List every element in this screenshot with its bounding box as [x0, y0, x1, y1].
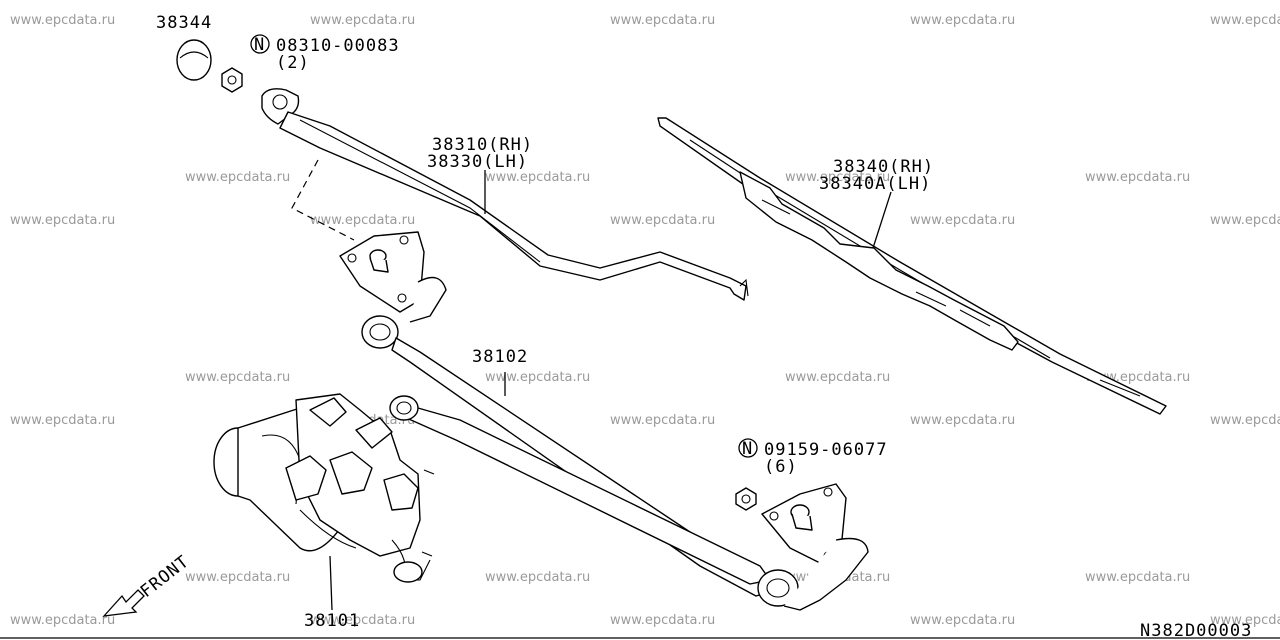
- watermark-text: www.epcdata.ru: [910, 613, 1015, 628]
- part-label-motor: 38101: [304, 611, 360, 631]
- part-label-cap: 38344: [156, 13, 212, 33]
- leader-lines: [329, 170, 892, 611]
- watermark-layer: www.epcdata.ru www.epcdata.ru www.epcdata.…: [10, 13, 1280, 628]
- watermark-text: www.epcdata.ru: [10, 413, 115, 428]
- watermark-text: www.epcdata.ru: [185, 570, 290, 585]
- watermark-text: www.epcdata.ru: [785, 170, 890, 185]
- watermark-text: www.epcdata.ru: [485, 370, 590, 385]
- watermark-text: www.epcdata.ru: [910, 13, 1015, 28]
- watermark-text: www.epcdata.ru: [1210, 13, 1280, 28]
- left-pivot-drawing: [339, 231, 447, 323]
- right-pivot-drawing: [761, 483, 869, 611]
- watermark-text: www.epcdata.ru: [485, 570, 590, 585]
- part-label-linkage: 38102: [472, 347, 528, 367]
- watermark-text: www.epcdata.ru: [610, 213, 715, 228]
- watermark-text: www.epcdata.ru: [610, 13, 715, 28]
- n-marker-bolt-text: N: [742, 439, 753, 459]
- watermark-text: www.epcdata.ru: [1085, 570, 1190, 585]
- n-marker-top: N: [250, 34, 270, 55]
- front-arrow-icon: FRONT: [102, 552, 193, 617]
- part-qty-nut-top: (2): [276, 53, 310, 73]
- watermark-text: www.epcdata.ru: [1085, 170, 1190, 185]
- watermark-text: www.epcdata.ru: [185, 370, 290, 385]
- watermark-text: www.epcdata.ru: [10, 13, 115, 28]
- part-qty-bolt: (6): [764, 457, 798, 477]
- watermark-text: www.epcdata.ru: [310, 213, 415, 228]
- watermark-text: www.epcdata.ru: [185, 170, 290, 185]
- arm-pivot-leader: [291, 159, 355, 241]
- watermark-text: www.epcdata.ru: [10, 213, 115, 228]
- n-marker-bolt: N: [738, 438, 758, 459]
- watermark-text: www.epcdata.ru: [10, 613, 115, 628]
- part-label-nut-top: 08310-00083: [276, 36, 400, 56]
- watermark-text: www.epcdata.ru: [485, 170, 590, 185]
- motor-drawing: [213, 393, 435, 583]
- diagram-code: N382D00003: [1140, 621, 1252, 640]
- watermark-text: www.epcdata.ru: [610, 413, 715, 428]
- part-label-bolt: 09159-06077: [764, 440, 888, 460]
- part-label-arm-lh: 38330(LH): [427, 152, 528, 172]
- part-label-blade-rh: 38340(RH): [833, 157, 934, 177]
- wiper-arm-drawing: [261, 88, 749, 301]
- watermark-text: www.epcdata.ru: [785, 370, 890, 385]
- linkage-drawing: [361, 315, 799, 607]
- watermark-text: www.epcdata.ru: [1210, 613, 1280, 628]
- cap-drawing: [176, 39, 212, 81]
- watermark-text: www.epcdata.ru: [910, 413, 1015, 428]
- n-marker-top-text: N: [254, 35, 265, 55]
- part-label-blade-lh: 38340A(LH): [819, 174, 931, 194]
- part-label-arm-rh: 38310(RH): [432, 135, 533, 155]
- watermark-text: www.epcdata.ru: [310, 13, 415, 28]
- watermark-text: www.epcdata.ru: [1210, 413, 1280, 428]
- nut-top-drawing: [221, 67, 243, 93]
- watermark-text: www.epcdata.ru: [610, 613, 715, 628]
- watermark-text: www.epcdata.ru: [1210, 213, 1280, 228]
- watermark-text: www.epcdata.ru: [910, 213, 1015, 228]
- bolt-drawing: [735, 487, 757, 511]
- wiper-blade-drawing: [657, 117, 1167, 415]
- watermark-text: www.epcdata.ru: [310, 613, 415, 628]
